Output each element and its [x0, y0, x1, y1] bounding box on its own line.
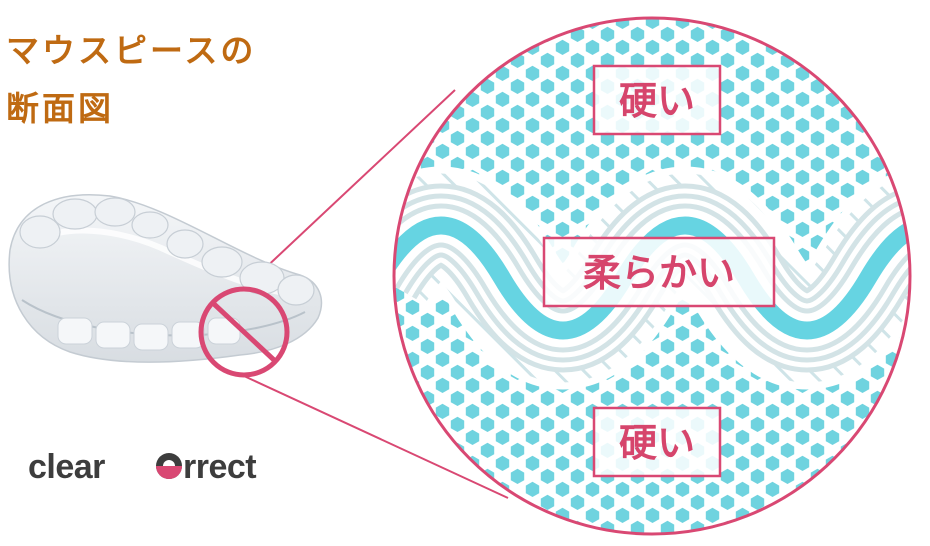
- zoom-line-bottom: [243, 375, 509, 499]
- label-bottom-hard: 硬い: [592, 406, 722, 478]
- zoom-line-top: [243, 89, 456, 289]
- aligner-image: [8, 194, 323, 363]
- label-middle-soft-text: 柔らかい: [583, 251, 735, 295]
- logo-o-mark-icon: [156, 453, 182, 479]
- title-line-2: 断面図: [6, 89, 114, 128]
- label-bottom-hard-text: 硬い: [619, 421, 695, 465]
- label-top-hard: 硬い: [592, 64, 722, 136]
- label-middle-soft: 柔らかい: [542, 236, 776, 308]
- logo-text-after: rrect: [183, 448, 256, 486]
- label-top-hard-text: 硬い: [619, 79, 695, 123]
- diagram-title: マウスピースの 断面図: [6, 22, 256, 138]
- title-line-1: マウスピースの: [6, 31, 257, 70]
- logo-text-before: clear: [28, 448, 105, 486]
- magnified-cross-section: [392, 16, 912, 536]
- prohibited-marker-icon: [198, 286, 290, 378]
- clearcorrect-logo: clear rrect: [28, 448, 257, 486]
